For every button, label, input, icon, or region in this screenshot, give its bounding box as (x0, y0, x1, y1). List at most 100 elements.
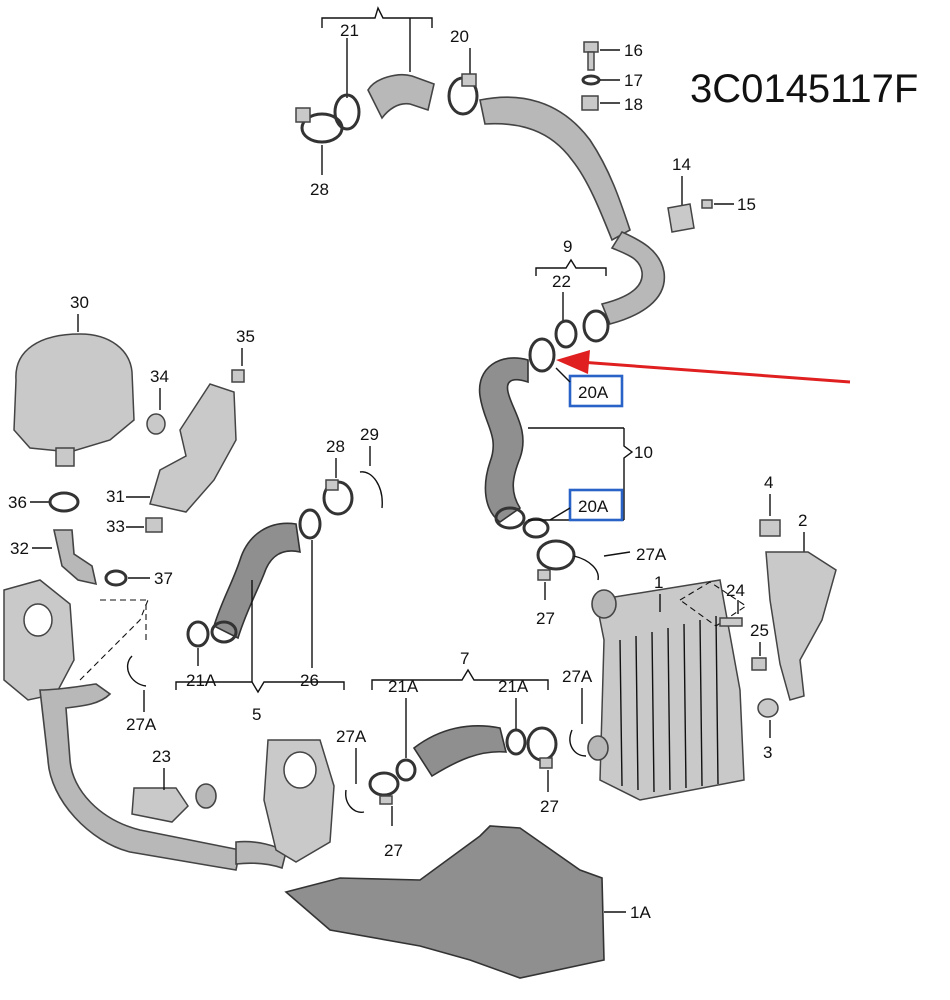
callout-23: 23 (152, 747, 171, 766)
callout-27-bottom: 27 (384, 841, 403, 860)
callout-28-top: 28 (310, 180, 329, 199)
callout-31: 31 (106, 487, 125, 506)
callout-15: 15 (737, 195, 756, 214)
callout-35: 35 (236, 327, 255, 346)
callout-21a-right: 21A (498, 677, 529, 696)
callout-21: 21 (340, 21, 359, 40)
callout-37: 37 (154, 569, 173, 588)
flange-left (3, 579, 75, 701)
callout-29: 29 (360, 425, 379, 444)
callout-25: 25 (750, 621, 769, 640)
callout-7: 7 (460, 649, 469, 668)
charge-pipe-9 (600, 230, 666, 325)
hose-32 (53, 529, 98, 586)
air-duct-1a (284, 825, 605, 979)
callout-28-mid: 28 (326, 437, 345, 456)
callout-10: 10 (634, 443, 653, 462)
callout-14: 14 (672, 155, 691, 174)
clip-23 (131, 787, 189, 823)
pipe-23-branch (195, 783, 217, 809)
callout-18: 18 (624, 95, 643, 114)
grommet-34 (146, 413, 166, 435)
callout-36: 36 (8, 493, 27, 512)
callout-27-mid: 27 (540, 797, 559, 816)
callout-34: 34 (150, 367, 169, 386)
callout-22: 22 (552, 272, 571, 291)
callout-33: 33 (106, 517, 125, 536)
callout-20a-top: 20A (578, 383, 609, 402)
seal-ring-22 (554, 319, 578, 349)
hose-clamp-27-mid (368, 771, 400, 805)
callout-26: 26 (300, 671, 319, 690)
hose-21 (367, 74, 435, 120)
callout-4: 4 (764, 473, 773, 492)
callout-21a-mid: 21A (388, 677, 419, 696)
callout-27a-left: 27A (126, 715, 157, 734)
nut-33 (145, 517, 163, 533)
hose-clamp-20 (447, 73, 479, 116)
callout-27a-right: 27A (562, 667, 593, 686)
screw-15 (701, 199, 713, 209)
pipe-23-end (235, 840, 287, 870)
clamp-37 (104, 569, 128, 587)
clamp-36 (48, 491, 80, 513)
callout-5: 5 (252, 705, 261, 724)
callout-27a-top: 27A (636, 545, 667, 564)
red-arrow (556, 350, 851, 384)
pipe-9-end (582, 309, 610, 343)
callout-9: 9 (563, 237, 572, 256)
bolt-25 (751, 657, 767, 671)
hose-clamp-27-right (526, 726, 558, 769)
seal-ring-21a-right (505, 728, 527, 756)
hose-5-end (210, 620, 238, 644)
seal-ring-20a-upper (528, 337, 556, 373)
bracket-31 (149, 383, 237, 513)
seal-ring-20a-lower (522, 517, 550, 539)
intercooler-outlet (587, 735, 609, 761)
callout-1a: 1A (630, 903, 651, 922)
hose-7 (412, 725, 508, 778)
seal-ring-21a-mid (395, 758, 417, 782)
hose-10 (478, 357, 529, 523)
hose-5 (213, 522, 301, 640)
callout-21a-left: 21A (186, 671, 217, 690)
callout-27-top: 27 (536, 609, 555, 628)
charge-pipe-upper (479, 96, 631, 242)
hose-clamp-28-mid (322, 479, 354, 516)
callout-20: 20 (450, 27, 469, 46)
seal-ring-21 (333, 93, 361, 131)
callout-3: 3 (763, 743, 772, 762)
callout-1: 1 (654, 573, 663, 592)
highlight-box-20a-top (568, 374, 624, 408)
bolt-16 (583, 41, 599, 71)
callout-20a-bottom: 20A (578, 497, 609, 516)
grommet-3 (757, 698, 779, 718)
highlight-box-20a-bottom (568, 488, 624, 522)
hose-clamp-27-top (536, 539, 576, 581)
bracket-2 (765, 551, 837, 701)
group-bracket-21 (321, 6, 433, 28)
callout-30: 30 (70, 293, 89, 312)
callout-24: 24 (726, 581, 745, 600)
reservoir-30 (13, 333, 135, 453)
reservoir-outlet (55, 447, 75, 467)
intercooler-1 (595, 579, 745, 801)
pressure-sensor-14 (667, 203, 695, 233)
nut-18 (581, 95, 599, 111)
seal-ring-26 (298, 508, 322, 540)
bolt-35 (231, 369, 245, 383)
pipe-23 (39, 683, 241, 871)
callout-16: 16 (624, 41, 643, 60)
callout-17: 17 (624, 71, 643, 90)
callout-32: 32 (10, 539, 29, 558)
washer-17 (581, 74, 601, 86)
callout-2: 2 (798, 511, 807, 530)
grommet-4 (759, 519, 781, 537)
seal-ring-21a-left (186, 620, 210, 648)
intercooler-inlet (591, 589, 617, 619)
hose-10-lower-end (494, 506, 526, 530)
callout-27a-mid: 27A (336, 727, 367, 746)
intercooler-fins (619, 615, 719, 793)
bolt-24 (719, 617, 743, 627)
